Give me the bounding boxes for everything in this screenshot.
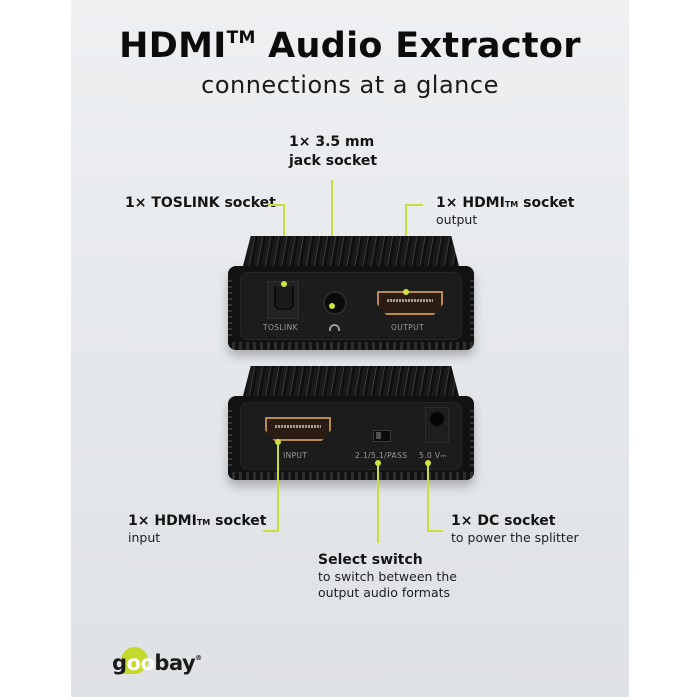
voltage-label: 5.0 V⎓: [419, 451, 447, 460]
hdmi-input-port-icon: [265, 417, 331, 441]
select-switch-callout-sub1: to switch between the: [318, 569, 457, 584]
device-body: INPUT 2.1/5.1/PASS 5.0 V⎓: [228, 396, 474, 480]
jack-callout-line1: 1× 3.5 mm: [289, 134, 375, 150]
hdmi-output-port-icon: [377, 291, 443, 315]
hdmi-output-callout: 1× HDMITM socket: [436, 195, 575, 211]
dc-callout-line-v: [427, 463, 429, 532]
toslink-callout-line-h: [268, 204, 284, 206]
hdmi-output-callout-sub: output: [436, 212, 478, 227]
hdmi-input-callout-line-h: [263, 530, 279, 532]
hdmi-input-callout: 1× HDMITM socket: [128, 513, 267, 529]
switch-mode-label: 2.1/5.1/PASS: [355, 451, 408, 460]
hdmi-output-callout-dot: [403, 289, 409, 295]
dc-socket-icon: [425, 407, 449, 443]
dc-callout-sub: to power the splitter: [451, 530, 579, 545]
toslink-port-icon: [267, 281, 299, 319]
jack-callout-line2: jack socket: [289, 153, 378, 169]
goobay-logo: goobay®: [112, 647, 202, 675]
switch-callout-line: [377, 463, 379, 543]
device-body: TOSLINK OUTPUT: [228, 266, 474, 350]
heatsink-fins: [242, 366, 460, 400]
dc-callout-dot: [425, 460, 431, 466]
toslink-port-label: TOSLINK: [263, 323, 298, 332]
hdmi-output-callout-line-h: [405, 204, 423, 206]
logo-blob-icon: [121, 647, 148, 674]
jack-callout-dot: [329, 303, 335, 309]
hdmi-input-callout-sub: input: [128, 530, 161, 545]
select-switch-callout-sub2: output audio formats: [318, 585, 451, 600]
switch-callout-dot: [375, 460, 381, 466]
extractor-device-front: TOSLINK OUTPUT: [228, 236, 474, 350]
heatsink-fins: [242, 236, 460, 270]
toslink-callout-dot: [281, 281, 287, 287]
page-subtitle: connections at a glance: [201, 71, 499, 99]
dc-callout-line-h: [427, 530, 443, 532]
dc-callout: 1× DC socket: [451, 513, 556, 529]
headphone-jack-icon: [323, 291, 347, 315]
input-port-label: INPUT: [283, 451, 308, 460]
hdmi-input-callout-line-v: [277, 442, 279, 532]
hdmi-input-callout-dot: [275, 439, 281, 445]
page-title: HDMITM Audio Extractor: [119, 26, 581, 66]
device-front-panel: TOSLINK OUTPUT: [240, 272, 462, 340]
select-switch-icon: [373, 430, 391, 442]
output-port-label: OUTPUT: [391, 323, 424, 332]
toslink-callout: 1× TOSLINK socket: [125, 195, 276, 211]
headphone-icon: [329, 324, 340, 331]
extractor-device-rear: INPUT 2.1/5.1/PASS 5.0 V⎓: [228, 366, 474, 480]
select-switch-callout: Select switch: [318, 552, 423, 568]
